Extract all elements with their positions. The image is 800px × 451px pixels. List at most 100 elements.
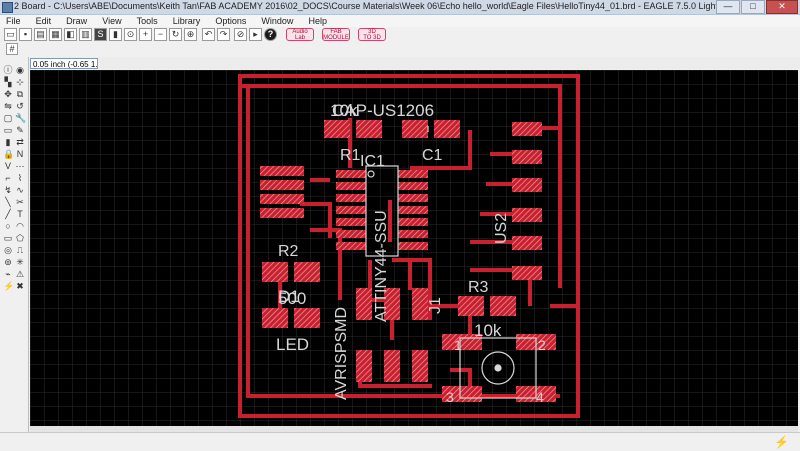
mirror-icon[interactable]: ⇋ xyxy=(4,101,12,111)
pad-avr-6[interactable] xyxy=(412,350,428,382)
info-icon[interactable]: ⓘ xyxy=(3,65,13,75)
trace-ic-right[interactable] xyxy=(408,258,432,320)
pad-c1-left[interactable] xyxy=(402,120,428,138)
pad-r3-left[interactable] xyxy=(458,296,484,316)
show-icon[interactable]: ◉ xyxy=(16,65,24,75)
close-button[interactable]: ✕ xyxy=(766,0,798,14)
zoom-out-icon[interactable]: − xyxy=(154,28,167,41)
meander-icon[interactable]: ∿ xyxy=(16,185,24,195)
pad-ic-l7[interactable] xyxy=(336,242,366,250)
stop-icon[interactable]: ⊘ xyxy=(234,28,247,41)
pad-ic-l1[interactable] xyxy=(336,170,366,178)
audio-lab-button[interactable]: Audio Lab xyxy=(286,28,314,41)
rect-icon[interactable]: ▭ xyxy=(3,233,13,243)
smash-icon[interactable]: ⋯ xyxy=(15,161,25,171)
pad-c1-right[interactable] xyxy=(434,120,460,138)
trace-top-bus[interactable] xyxy=(240,84,562,288)
pad-r2-left[interactable] xyxy=(262,262,288,282)
polygon-icon[interactable]: ⬠ xyxy=(16,233,24,243)
pad-us2-5[interactable] xyxy=(512,236,542,250)
pad-avr-5[interactable] xyxy=(384,350,400,382)
value-icon[interactable]: V xyxy=(4,161,11,171)
pad-ic-l5[interactable] xyxy=(336,218,366,226)
help-icon[interactable]: ? xyxy=(264,28,277,41)
copy-icon[interactable]: ⧉ xyxy=(16,89,24,99)
change-icon[interactable]: 🔧 xyxy=(15,113,27,123)
board-switch-icon[interactable]: ◧ xyxy=(64,28,77,41)
script-icon[interactable]: S xyxy=(94,28,107,41)
menu-help[interactable]: Help xyxy=(308,16,327,26)
group-icon[interactable]: ▢ xyxy=(3,113,13,123)
pad-r1-left[interactable] xyxy=(324,120,350,138)
errors-icon[interactable]: ✖ xyxy=(16,281,24,291)
pad-avr-4[interactable] xyxy=(356,350,372,382)
display-icon[interactable]: ▚ xyxy=(4,77,12,87)
pad-led-right[interactable] xyxy=(294,308,320,328)
pad-ic-l2[interactable] xyxy=(336,182,366,190)
arc-icon[interactable]: ◠ xyxy=(16,221,24,231)
pad-ic-l4[interactable] xyxy=(336,206,366,214)
pad-r3-right[interactable] xyxy=(490,296,516,316)
pad-us2-2[interactable] xyxy=(512,150,542,164)
replace-icon[interactable]: ⇄ xyxy=(16,137,24,147)
hole-icon[interactable]: ⊚ xyxy=(4,257,12,267)
move-icon[interactable]: ✥ xyxy=(4,89,12,99)
pad-conn-3[interactable] xyxy=(260,194,304,204)
miter-icon[interactable]: ⌐ xyxy=(5,173,11,183)
sheets-icon[interactable]: ▥ xyxy=(79,28,92,41)
minimize-button[interactable]: — xyxy=(716,0,740,14)
circle-icon[interactable]: ○ xyxy=(5,221,11,231)
pad-avr-2[interactable] xyxy=(384,288,400,320)
pad-led-left[interactable] xyxy=(262,308,288,328)
pad-ic-l3[interactable] xyxy=(336,194,366,202)
trace-ic-left2[interactable] xyxy=(300,202,332,238)
pad-conn-2[interactable] xyxy=(260,180,304,190)
mark-icon[interactable]: ⊹ xyxy=(16,77,24,87)
pad-avr-1[interactable] xyxy=(356,288,372,320)
ripup-icon[interactable]: ✂ xyxy=(16,197,24,207)
ratsnest-icon[interactable]: ✳ xyxy=(16,257,24,267)
pad-r2-right[interactable] xyxy=(294,262,320,282)
lock-icon[interactable]: 🔒 xyxy=(3,149,15,159)
menu-view[interactable]: View xyxy=(102,16,122,26)
board-outline-trace[interactable] xyxy=(238,74,580,418)
pad-ic-r2[interactable] xyxy=(398,182,428,190)
text-icon[interactable]: T xyxy=(17,209,23,219)
delete-icon[interactable]: ✎ xyxy=(16,125,24,135)
status-go-icon[interactable]: ⚡ xyxy=(774,435,789,449)
pad-us2-3[interactable] xyxy=(512,178,542,192)
route-icon[interactable]: ╲ xyxy=(5,197,11,207)
pad-conn-1[interactable] xyxy=(260,166,304,176)
drc-icon[interactable]: ⚡ xyxy=(3,281,15,291)
erc-icon[interactable]: ⚠ xyxy=(15,269,25,279)
cam-icon[interactable]: ▦ xyxy=(49,28,62,41)
menu-tools[interactable]: Tools xyxy=(136,16,158,26)
pad-ic-r6[interactable] xyxy=(398,230,428,238)
pad-ic-r1[interactable] xyxy=(398,170,428,178)
zoom-fit-icon[interactable]: ⊙ xyxy=(124,28,137,41)
optimize-icon[interactable]: ↯ xyxy=(4,185,12,195)
pad-us2-6[interactable] xyxy=(512,266,542,280)
open-icon[interactable]: ▭ xyxy=(4,28,17,41)
menu-edit[interactable]: Edit xyxy=(35,16,52,26)
menu-file[interactable]: File xyxy=(6,16,21,26)
menu-draw[interactable]: Draw xyxy=(66,16,88,26)
pad-conn-4[interactable] xyxy=(260,208,304,218)
zoom-select-icon[interactable]: ⊕ xyxy=(184,28,197,41)
horizontal-scrollbar[interactable] xyxy=(30,426,798,432)
board-canvas[interactable]: CAP-US1206 10k R1 C1 IC1 ATTINY44-SSU US… xyxy=(30,70,798,426)
pad-ic-r7[interactable] xyxy=(398,242,428,250)
menu-window[interactable]: Window xyxy=(261,16,294,26)
split-icon[interactable]: ⌇ xyxy=(17,173,23,183)
auto-icon[interactable]: ⌁ xyxy=(5,269,11,279)
rotate-icon[interactable]: ↺ xyxy=(16,101,24,111)
run-ulp-icon[interactable]: ▮ xyxy=(109,28,122,41)
pad-avr-3[interactable] xyxy=(412,288,428,320)
via-icon[interactable]: ◎ xyxy=(4,245,12,255)
zoom-in-icon[interactable]: + xyxy=(139,28,152,41)
paste-icon[interactable]: ▭ xyxy=(3,125,13,135)
pad-ic-r4[interactable] xyxy=(398,206,428,214)
name-icon[interactable]: N xyxy=(16,149,24,159)
redraw-icon[interactable]: ↻ xyxy=(169,28,182,41)
print-icon[interactable]: ▤ xyxy=(34,28,47,41)
